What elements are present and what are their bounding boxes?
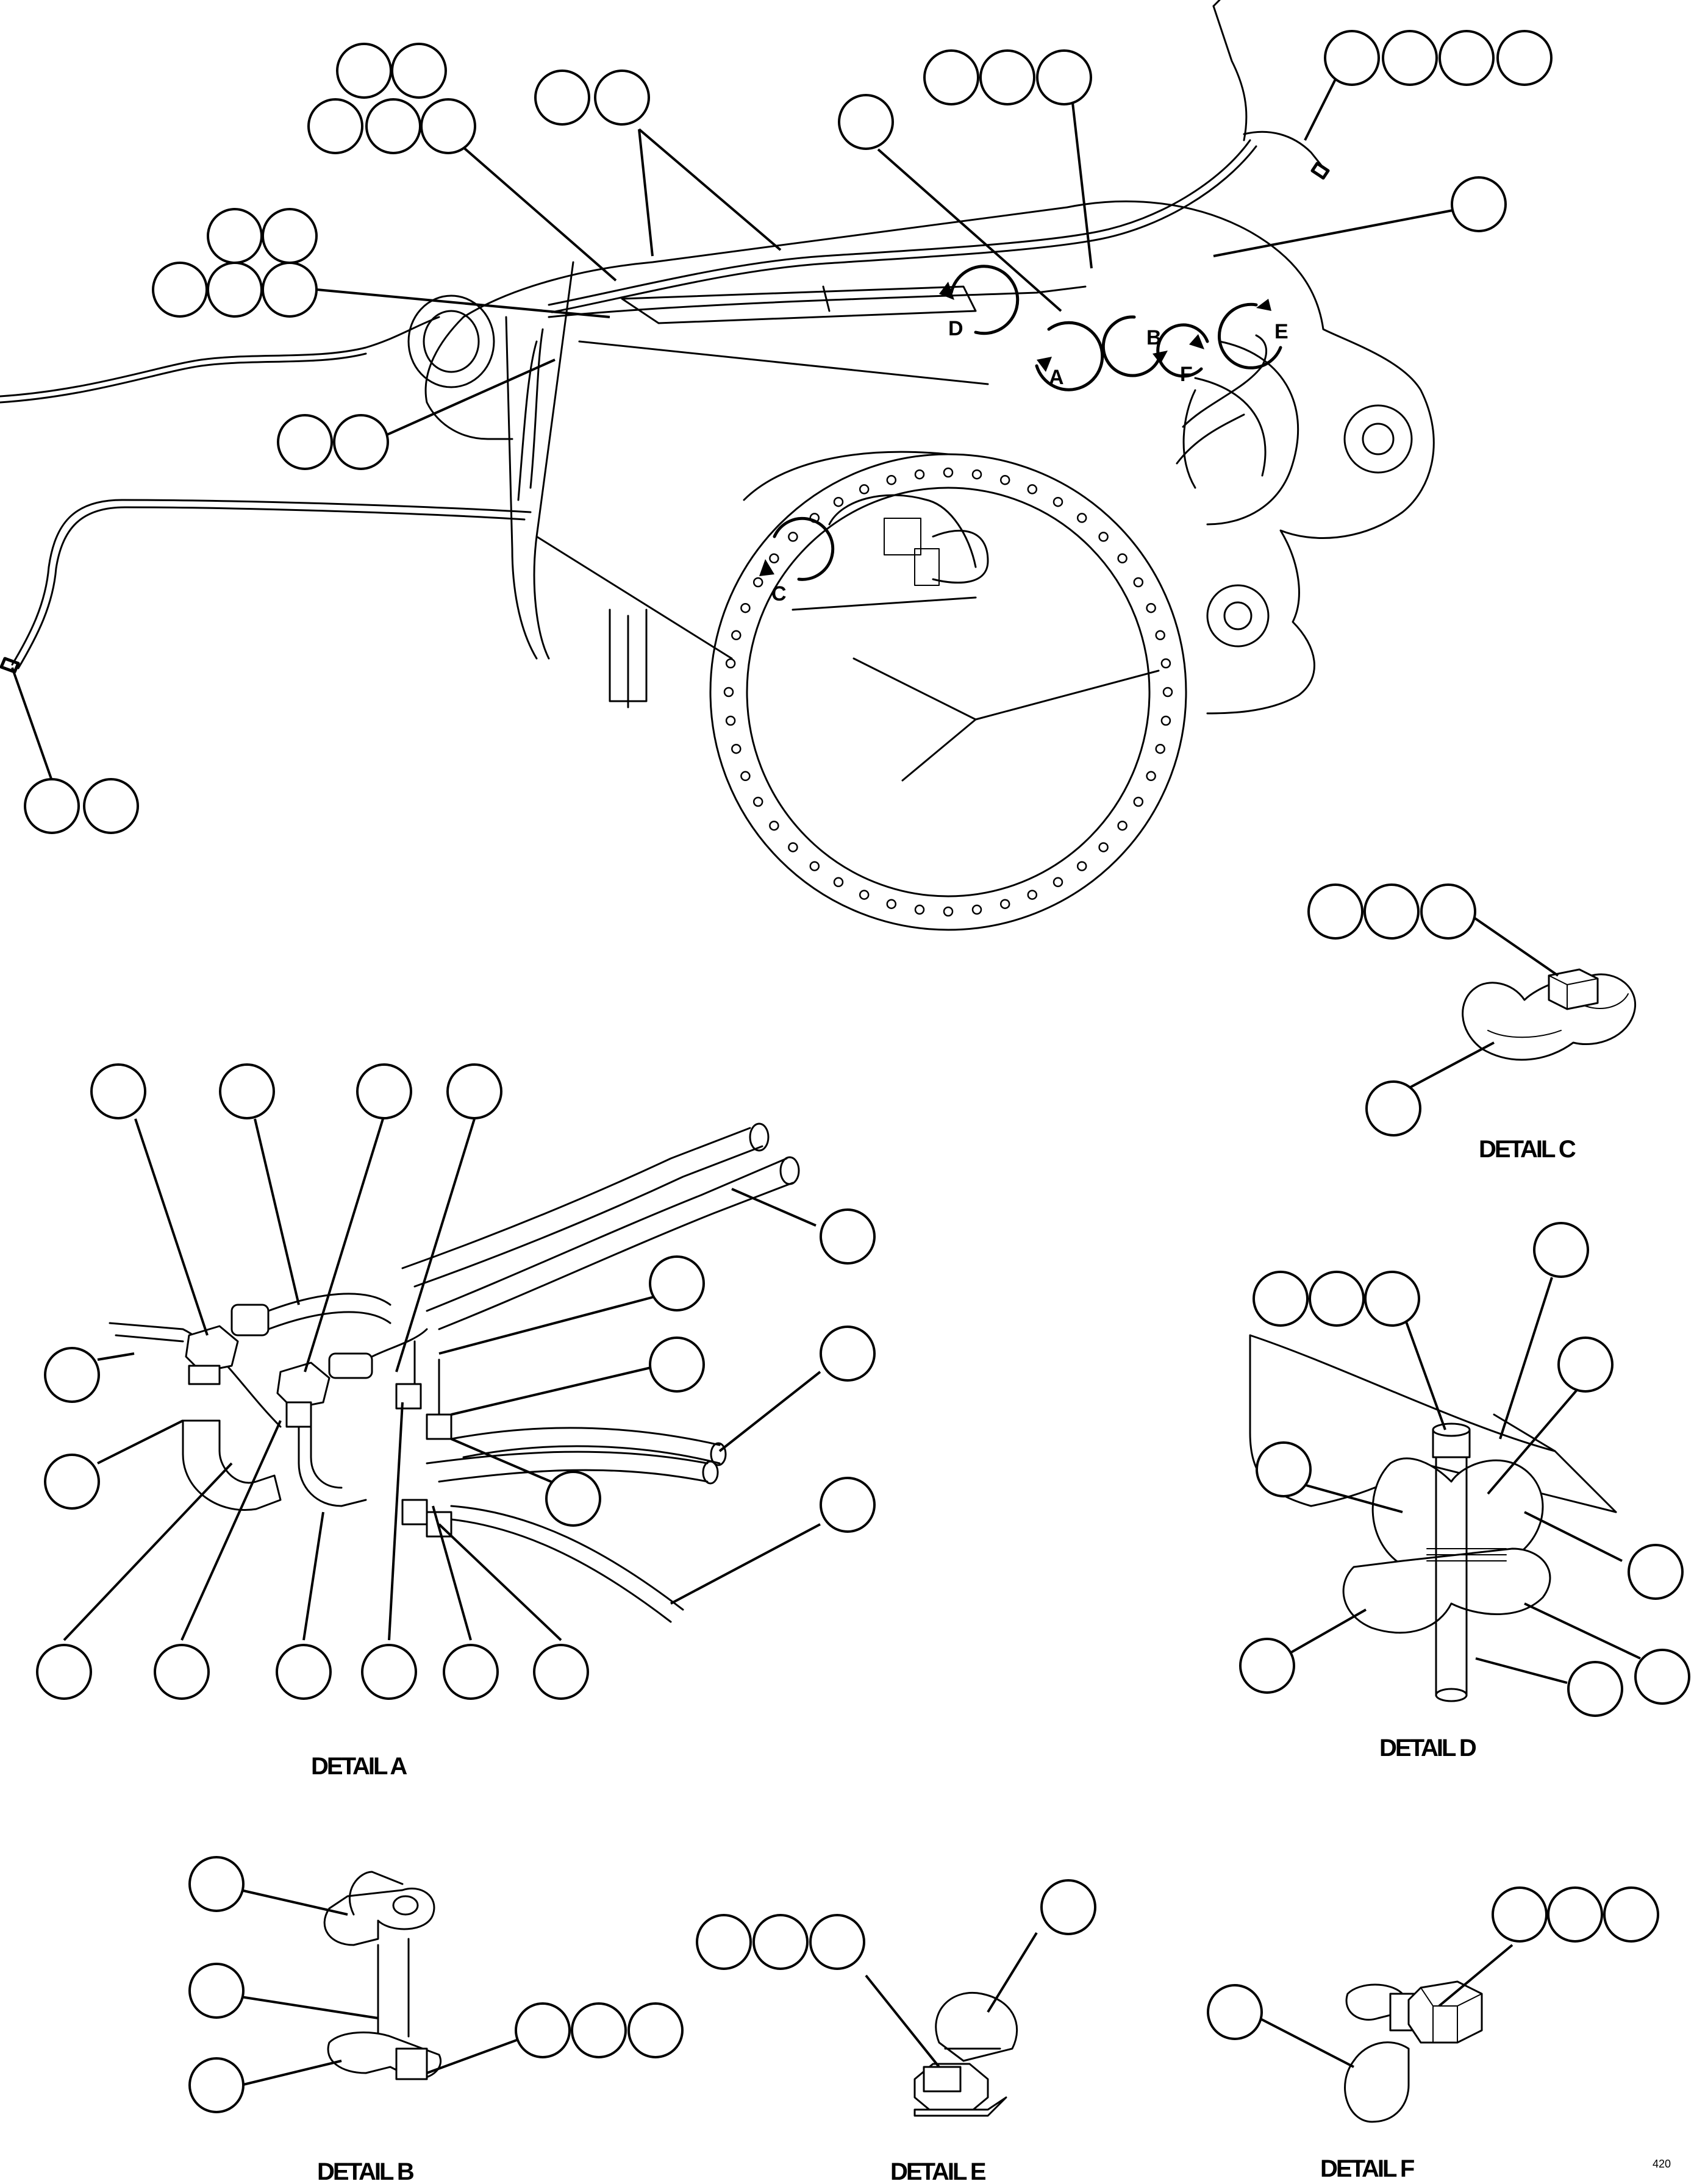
bolt-hole (788, 842, 798, 852)
detail-b: DETAIL B (188, 1856, 684, 2184)
callout-group-detail-d (1239, 1222, 1690, 1717)
bolt-hole (1076, 861, 1087, 871)
callout-group-top-left (307, 43, 617, 282)
detail-f: DETAIL F (1207, 1886, 1659, 2182)
bolt-hole (886, 475, 897, 485)
detail-e-label: DETAIL E (890, 2158, 986, 2184)
detail-d-label: DETAIL D (1379, 1735, 1476, 1761)
bolt-hole (1146, 771, 1156, 782)
detail-c-label: DETAIL C (1479, 1136, 1576, 1163)
bolt-hole (723, 687, 734, 698)
bolt-hole (1160, 658, 1171, 669)
callout-group-left-clamps (152, 208, 610, 318)
bolt-hole (1117, 553, 1128, 564)
bolt-hole (752, 577, 763, 588)
bolt-hole (1133, 577, 1144, 588)
bolt-hole (769, 820, 779, 831)
callout-group-top-right-hose (923, 49, 1093, 269)
bolt-hole (740, 771, 751, 782)
detail-e: DETAIL E (696, 1879, 1096, 2184)
detail-a-label: DETAIL A (311, 1753, 407, 1780)
detail-b-label: DETAIL B (317, 2158, 414, 2184)
bolt-hole (1098, 842, 1109, 852)
bolt-hole (943, 906, 954, 917)
bolt-hole (809, 861, 820, 871)
bolt-hole (740, 602, 751, 613)
callout-group-detail-f (1207, 1886, 1659, 2068)
bolt-hole (859, 484, 870, 494)
callout-valve (838, 94, 1062, 312)
bolt-hole (752, 796, 763, 807)
view-letter-c: C (771, 582, 787, 605)
bolt-hole (1027, 890, 1038, 900)
bolt-hole (1155, 743, 1165, 754)
bolt-hole (999, 899, 1010, 909)
bolt-hole (788, 532, 798, 542)
bolt-hole (914, 904, 925, 915)
view-letter-e: E (1274, 320, 1288, 343)
view-callout-a: A (1035, 321, 1104, 391)
bolt-hole (971, 904, 982, 915)
view-letter-f: F (1180, 363, 1193, 386)
view-callout-e: E (1218, 299, 1288, 369)
detail-f-label: DETAIL F (1320, 2155, 1414, 2182)
view-callout-f: F (1156, 323, 1209, 386)
bolt-hole (1133, 796, 1144, 807)
bolt-hole (725, 658, 736, 669)
bolt-hole (943, 467, 954, 478)
bolt-hole (1162, 687, 1173, 698)
view-letter-d: D (948, 317, 963, 340)
bolt-hole (833, 877, 844, 888)
bolt-hole (971, 469, 982, 480)
bolt-hole (731, 630, 742, 641)
callout-group-detail-e (696, 1879, 1096, 2068)
bolt-hole (859, 890, 870, 900)
bolt-hole (886, 899, 897, 909)
callout-group-detail-b (188, 1856, 684, 2113)
bolt-hole (833, 496, 844, 507)
detail-d: DETAIL D (1239, 1222, 1690, 1761)
view-letter-a: A (1049, 366, 1064, 389)
bolt-hole (731, 743, 742, 754)
callout-group-detail-c (1307, 883, 1559, 1137)
callout-right-clamp (1213, 176, 1507, 257)
bolt-hole (1146, 602, 1156, 613)
callout-group-left-connector (11, 667, 139, 834)
bolt-hole (1155, 630, 1165, 641)
detail-c: DETAIL C (1307, 883, 1636, 1163)
callout-group-top-right-wire (1304, 30, 1553, 141)
bolt-hole (1027, 484, 1038, 494)
bolt-hole (914, 469, 925, 480)
bolt-hole (1160, 715, 1171, 726)
main-assembly-view: D A B F E C (0, 0, 1553, 931)
bolt-hole (1117, 820, 1128, 831)
view-callout-d: D (939, 265, 1020, 340)
detail-a: DETAIL A (36, 1063, 876, 1780)
bolt-hole (1076, 513, 1087, 523)
callout-group-side-hose (277, 359, 556, 470)
bolt-hole (1098, 532, 1109, 542)
callout-group-detail-a (36, 1063, 876, 1700)
sheet-mark: 420 (1653, 2158, 1671, 2170)
view-callout-c: C (759, 516, 835, 605)
bolt-hole (725, 715, 736, 726)
large-flange-ring (709, 451, 1187, 931)
bolt-hole (1052, 496, 1063, 507)
bolt-hole (999, 475, 1010, 485)
callout-group-tubes (534, 70, 782, 257)
bolt-hole (769, 553, 779, 564)
bolt-hole (1052, 877, 1063, 888)
